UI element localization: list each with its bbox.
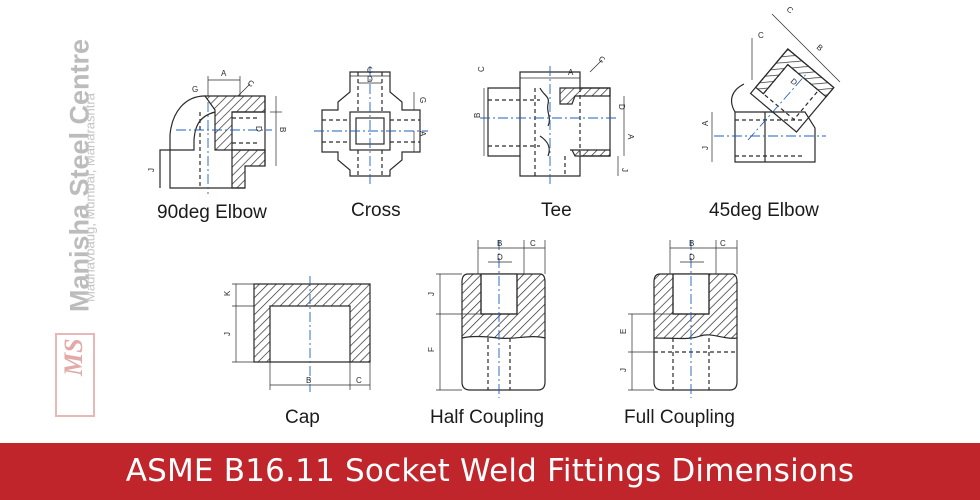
tee-dim-b: B xyxy=(473,113,482,118)
cap-dim-b: B xyxy=(306,376,311,385)
cross-dim-a: A xyxy=(418,131,427,137)
full-coupling-dim-d: D xyxy=(689,253,695,262)
caption-half-coupling: Half Coupling xyxy=(430,407,545,428)
caption-tee: Tee xyxy=(541,200,572,221)
half-coupling-dim-b: B xyxy=(497,239,502,248)
svg-text:MS: MS xyxy=(59,338,88,377)
tee-dim-d: D xyxy=(617,104,626,110)
elbow90-dim-b: B xyxy=(278,127,287,132)
elbow-45-drawing xyxy=(711,13,841,163)
full-coupling-dim-e: E xyxy=(619,329,628,334)
half-coupling-dim-j: J xyxy=(427,292,436,296)
full-coupling-dim-j: J xyxy=(619,368,628,372)
tee-dim-a-top: A xyxy=(568,68,574,77)
elbow45-dim-b: B xyxy=(815,43,825,53)
elbow90-dim-j: J xyxy=(147,168,156,172)
elbow45-dim-d: D xyxy=(789,77,799,88)
elbow90-dim-c: C xyxy=(246,78,256,89)
elbow-90-drawing xyxy=(159,76,282,194)
tee-dim-j: J xyxy=(620,168,629,172)
tee-dim-a-side: A xyxy=(626,134,635,140)
elbow45-dim-c-inner: C xyxy=(758,31,764,40)
elbow90-dim-g: G xyxy=(192,85,198,94)
full-coupling-dim-b: B xyxy=(689,239,694,248)
elbow90-dim-d: D xyxy=(254,126,263,132)
watermark-address: Madhavbaug, Mumbai, Maharashtra xyxy=(82,93,98,302)
full-coupling-drawing xyxy=(628,240,738,398)
half-coupling-dim-f: F xyxy=(427,347,436,352)
company-watermark: Manisha Steel Centre Madhavbaug, Mumbai,… xyxy=(40,20,120,420)
cap-dim-j: J xyxy=(223,332,232,336)
footer-title: ASME B16.11 Socket Weld Fittings Dimensi… xyxy=(125,453,855,489)
company-logo-icon: MS xyxy=(55,333,95,417)
caption-90deg-elbow: 90deg Elbow xyxy=(157,202,267,223)
tee-drawing xyxy=(480,59,625,184)
elbow45-dim-c-outer: C xyxy=(785,5,795,16)
caption-45deg-elbow: 45deg Elbow xyxy=(709,200,819,221)
caption-cap: Cap xyxy=(285,407,320,428)
caption-cross: Cross xyxy=(351,200,401,221)
elbow45-dim-j: J xyxy=(701,146,710,150)
cap-dim-c: C xyxy=(356,376,362,385)
half-coupling-dim-c: C xyxy=(530,239,536,248)
cross-dim-c: C xyxy=(367,66,373,75)
footer-banner: ASME B16.11 Socket Weld Fittings Dimensi… xyxy=(0,443,980,500)
cross-dim-g: G xyxy=(418,97,427,103)
cap-drawing xyxy=(232,276,371,392)
tee-dim-c-right: C xyxy=(597,54,607,65)
tee-dim-c-left: C xyxy=(477,66,486,72)
elbow90-dim-a: A xyxy=(221,69,227,78)
cap-dim-k: K xyxy=(223,290,232,296)
cross-drawing xyxy=(314,66,428,184)
elbow45-dim-a: A xyxy=(701,120,710,126)
caption-full-coupling: Full Coupling xyxy=(624,407,735,428)
half-coupling-drawing xyxy=(436,240,546,398)
half-coupling-dim-d: D xyxy=(497,253,503,262)
cross-dim-d: D xyxy=(367,75,373,84)
full-coupling-dim-c: C xyxy=(720,239,726,248)
